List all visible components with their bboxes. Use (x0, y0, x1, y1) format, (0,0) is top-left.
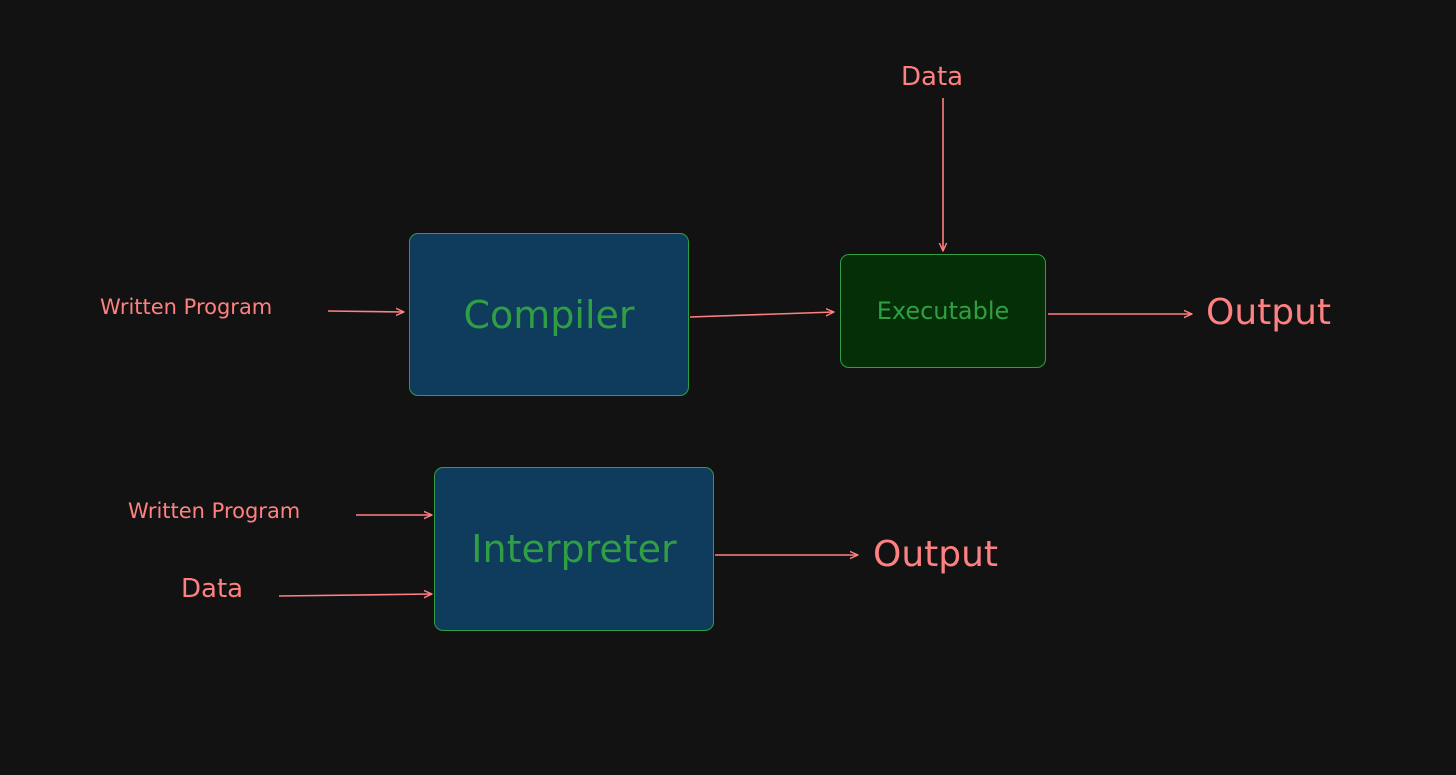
interpreter-box-title: Interpreter (471, 527, 677, 571)
compiler-box: Compiler (409, 233, 689, 396)
interpreter-program-label: Written Program (128, 499, 301, 523)
arrow-program-to-compiler (327, 311, 404, 312)
compiler-input-label: Written Program (100, 295, 273, 319)
interpreter-box: Interpreter (434, 467, 714, 631)
arrow-compiler-to-executable (689, 312, 834, 318)
executable-box-title: Executable (876, 297, 1010, 325)
compiler-output-label: Output (1206, 292, 1332, 333)
interpreter-data-label: Data (181, 574, 244, 604)
executable-box: Executable (840, 254, 1046, 368)
arrow-data-to-interpreter (278, 594, 432, 596)
executable-data-label: Data (901, 62, 964, 92)
compiler-box-title: Compiler (463, 292, 635, 337)
interpreter-output-label: Output (873, 534, 999, 575)
